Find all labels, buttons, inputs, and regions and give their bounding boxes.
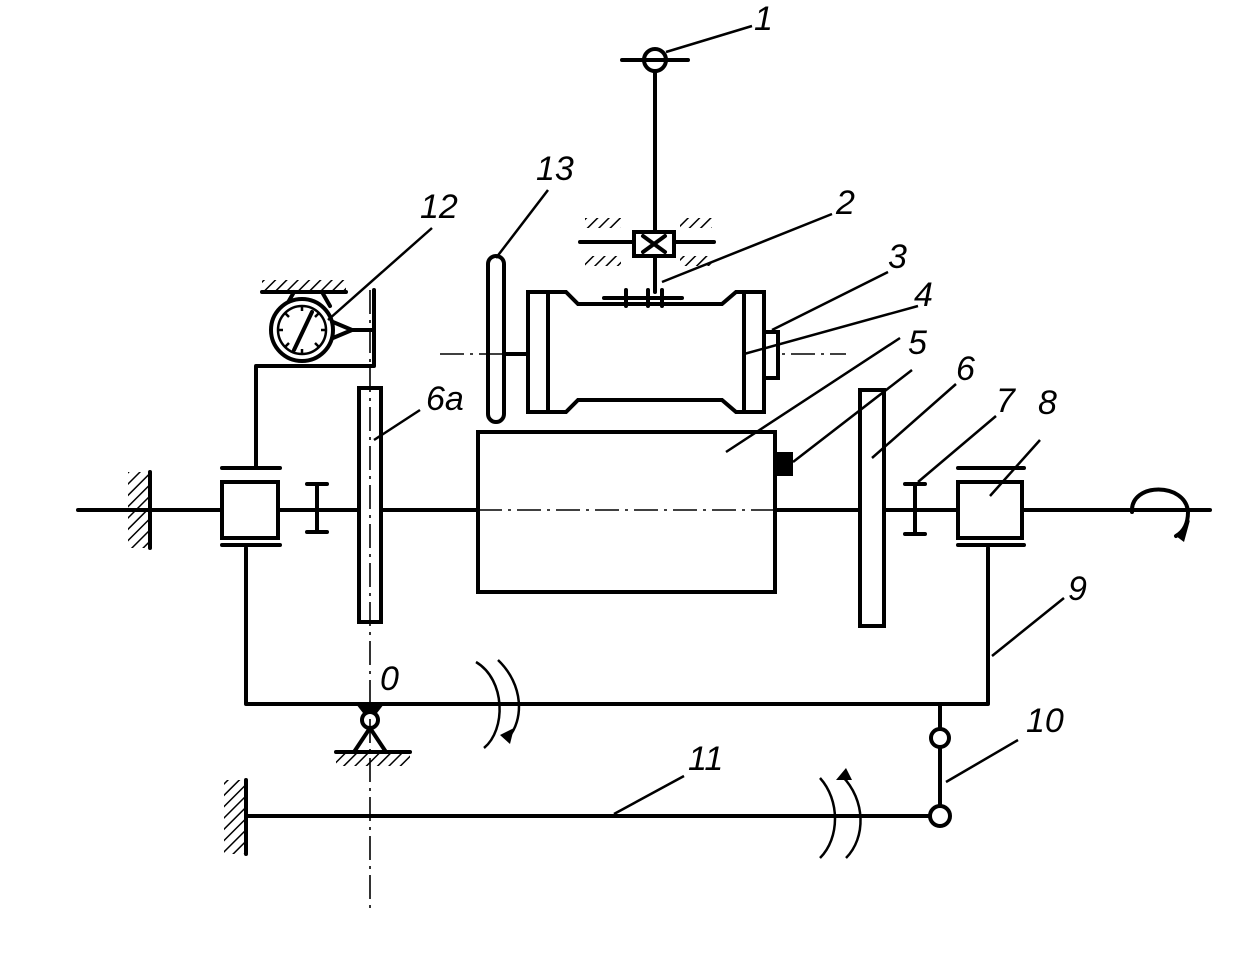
label-1: 1: [754, 0, 773, 38]
left-bearing: [220, 466, 282, 547]
label-10: 10: [1026, 702, 1064, 740]
label-9: 9: [1068, 570, 1087, 608]
rod-11: [224, 778, 932, 856]
label-0: 0: [380, 660, 399, 698]
disk-6: [858, 388, 886, 628]
right-coupling-7: [903, 482, 927, 536]
left-wall-support: [128, 470, 152, 550]
body-4: [476, 430, 777, 594]
frame-9: [244, 546, 990, 706]
label-11: 11: [688, 740, 723, 778]
rod-swing-arrows: [819, 768, 862, 859]
pivot-o: [334, 704, 412, 766]
label-5: 5: [908, 324, 927, 362]
label-8: 8: [1038, 384, 1057, 422]
slider-2: [632, 230, 676, 258]
label-3: 3: [888, 238, 907, 276]
roll-3: [526, 288, 780, 414]
frame-swing-arrows: [475, 659, 521, 749]
rotation-arrow: [1129, 487, 1190, 542]
label-13: 13: [536, 150, 574, 188]
left-coupling: [305, 482, 329, 534]
leader-lines: [327, 24, 1065, 816]
label-12: 12: [420, 188, 458, 226]
label-2: 2: [835, 184, 855, 222]
link-10: [928, 702, 952, 828]
dial-indicator-12: [254, 280, 376, 470]
handwheel-13: [486, 254, 506, 424]
label-6: 6: [956, 350, 975, 388]
element-5: [776, 452, 793, 476]
spindle-assembly: [578, 47, 716, 294]
label-6a: 6a: [426, 380, 464, 418]
right-bearing-8: [956, 466, 1026, 547]
label-4: 4: [914, 276, 933, 314]
label-7: 7: [996, 382, 1016, 420]
